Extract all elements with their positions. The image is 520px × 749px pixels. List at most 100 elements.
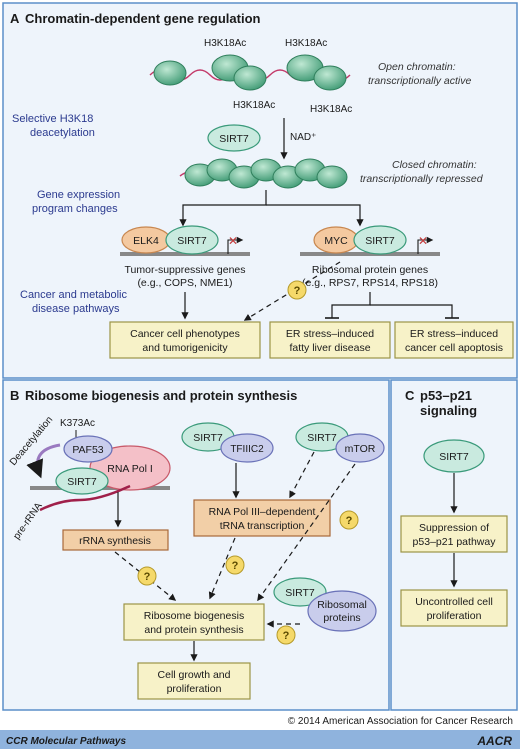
tumor-genes-label-2: (e.g., COPS, NME1) bbox=[137, 277, 232, 289]
uncontrolled-label-2: proliferation bbox=[427, 610, 482, 622]
rrna-synthesis-label: rRNA synthesis bbox=[79, 535, 151, 547]
inhibit-line-apoptosis bbox=[370, 304, 453, 318]
repression-x-elk4-icon: ✕ bbox=[228, 234, 238, 248]
dashed-arrow-pol3-to-ribo bbox=[208, 537, 236, 600]
gene-expression-label-2: program changes bbox=[32, 203, 118, 215]
selective-deacetylation-label-2: deacetylation bbox=[30, 127, 95, 139]
box-apop-label-2: cancer cell apoptosis bbox=[405, 342, 503, 354]
section-b-letter: B bbox=[10, 388, 19, 403]
arrow-to-myc bbox=[266, 204, 364, 227]
repression-x-myc-icon: ✕ bbox=[418, 234, 428, 248]
sirt7-label-p53: SIRT7 bbox=[439, 451, 469, 463]
ribo-genes-label-1: Ribosomal protein genes bbox=[312, 264, 428, 276]
sirt7-node-ribo-proteins bbox=[273, 577, 327, 607]
growth-label-1: Cell growth and bbox=[158, 669, 231, 681]
box-cancer-label-1: Cancer cell phenotypes bbox=[130, 328, 240, 340]
closed-chromatin bbox=[179, 158, 348, 189]
section-b-title: Ribosome biogenesis and protein synthesi… bbox=[25, 388, 297, 403]
footer-bar bbox=[0, 730, 520, 749]
deacetylation-arrow bbox=[26, 443, 61, 479]
section-a-letter: A bbox=[10, 11, 20, 26]
ribo-bio-label-2: and protein synthesis bbox=[144, 624, 243, 636]
box-rrna-synthesis bbox=[62, 529, 169, 551]
pre-rrna-strand bbox=[39, 484, 131, 512]
dashed-arrow-mtor-to-ribo bbox=[257, 463, 356, 602]
myc-label: MYC bbox=[324, 235, 348, 247]
sirt7-node-deacetylation bbox=[207, 124, 261, 152]
box-fatty-label-2: fatty liver disease bbox=[289, 342, 370, 354]
ribo-genes-label-2: (e.g., RPS7, RPS14, RPS18) bbox=[302, 277, 438, 289]
growth-label-2: proliferation bbox=[167, 683, 222, 695]
question-mark-b1-label: ? bbox=[144, 571, 151, 583]
box-cancer-phenotypes bbox=[109, 321, 261, 359]
rna-pol-i-label: RNA Pol I bbox=[107, 463, 153, 475]
box-fatty-label-1: ER stress–induced bbox=[286, 328, 374, 340]
selective-deacetylation-label-1: Selective H3K18 bbox=[12, 113, 93, 125]
copyright-text: © 2014 American Association for Cancer R… bbox=[288, 716, 513, 727]
pol3-label-2: tRNA transcription bbox=[220, 520, 305, 532]
uncontrolled-label-1: Uncontrolled cell bbox=[415, 596, 493, 608]
question-mark-b2 bbox=[225, 555, 245, 575]
question-mark-a-label: ? bbox=[294, 285, 301, 297]
elk4-label: ELK4 bbox=[133, 235, 159, 247]
mtor-label: mTOR bbox=[345, 443, 376, 455]
section-a-panel bbox=[2, 2, 518, 379]
section-a-title: Chromatin-dependent gene regulation bbox=[25, 11, 261, 26]
box-ribosome-biogenesis bbox=[123, 603, 265, 641]
box-apop-label-1: ER stress–induced bbox=[410, 328, 498, 340]
gene-expression-label-1: Gene expression bbox=[37, 189, 120, 201]
ribosomal-proteins-node bbox=[307, 590, 377, 632]
sirt7-label-pol-i: SIRT7 bbox=[67, 476, 97, 488]
pol3-label-1: RNA Pol III–dependent bbox=[209, 506, 316, 518]
suppression-label-1: Suppression of bbox=[419, 522, 489, 534]
open-chromatin bbox=[149, 54, 351, 91]
box-p53-suppression bbox=[400, 515, 508, 553]
section-c-title-2: signaling bbox=[420, 403, 477, 418]
k373ac-label: K373Ac bbox=[60, 418, 95, 429]
sirt7-node-p53 bbox=[423, 439, 485, 473]
sirt7-label-ribo-proteins: SIRT7 bbox=[285, 587, 315, 599]
h3k18ac-label-4: H3K18Ac bbox=[310, 104, 352, 115]
question-mark-a bbox=[287, 280, 307, 300]
box-cancer-label-2: and tumorigenicity bbox=[142, 342, 228, 354]
section-c-title-1: p53–p21 bbox=[420, 388, 472, 403]
sirt7-label-elk4: SIRT7 bbox=[177, 235, 207, 247]
question-mark-b4 bbox=[276, 625, 296, 645]
question-mark-b4-label: ? bbox=[283, 630, 290, 642]
question-mark-b3 bbox=[339, 510, 359, 530]
arrow-to-elk4 bbox=[179, 190, 267, 227]
h3k18ac-label-1: H3K18Ac bbox=[204, 38, 246, 49]
closed-chromatin-label-1: Closed chromatin: bbox=[392, 159, 477, 171]
box-uncontrolled-proliferation bbox=[400, 589, 508, 627]
footer-journal-name: CCR Molecular Pathways bbox=[6, 736, 126, 747]
tumor-genes-label-1: Tumor-suppressive genes bbox=[125, 264, 246, 276]
paf53-label: PAF53 bbox=[72, 444, 103, 456]
paf53-node bbox=[63, 435, 113, 463]
sirt7-node-elk4 bbox=[165, 225, 219, 255]
cancer-pathways-label-1: Cancer and metabolic bbox=[20, 289, 128, 301]
tss-arrow-myc bbox=[417, 236, 434, 254]
question-mark-b1 bbox=[137, 566, 157, 586]
section-c-letter: C bbox=[405, 388, 415, 403]
box-cell-growth bbox=[137, 662, 251, 700]
h3k18ac-label-3: H3K18Ac bbox=[233, 100, 275, 111]
box-cancer-apoptosis bbox=[394, 321, 514, 359]
sirt7-label-myc: SIRT7 bbox=[365, 235, 395, 247]
sirt7-label-deacetylation: SIRT7 bbox=[219, 133, 249, 145]
ribosomal-proteins-label-2: proteins bbox=[323, 612, 360, 624]
ribo-bio-label-1: Ribosome biogenesis bbox=[144, 610, 244, 622]
tss-arrow-elk4 bbox=[227, 236, 244, 254]
nad-label: NAD⁺ bbox=[290, 132, 316, 143]
open-chromatin-label-1: Open chromatin: bbox=[378, 61, 456, 73]
open-chromatin-label-2: transcriptionally active bbox=[368, 75, 471, 87]
question-mark-b2-label: ? bbox=[232, 560, 239, 572]
inhibit-line-fatty bbox=[331, 292, 371, 318]
closed-chromatin-label-2: transcriptionally repressed bbox=[360, 173, 484, 185]
tfiiic2-node bbox=[220, 433, 274, 463]
sirt7-label-tfiiic2: SIRT7 bbox=[193, 432, 223, 444]
mtor-node bbox=[335, 433, 385, 463]
ribosomal-proteins-label-1: Ribosomal bbox=[317, 599, 367, 611]
question-mark-b3-label: ? bbox=[346, 515, 353, 527]
sirt7-node-myc bbox=[353, 225, 407, 255]
